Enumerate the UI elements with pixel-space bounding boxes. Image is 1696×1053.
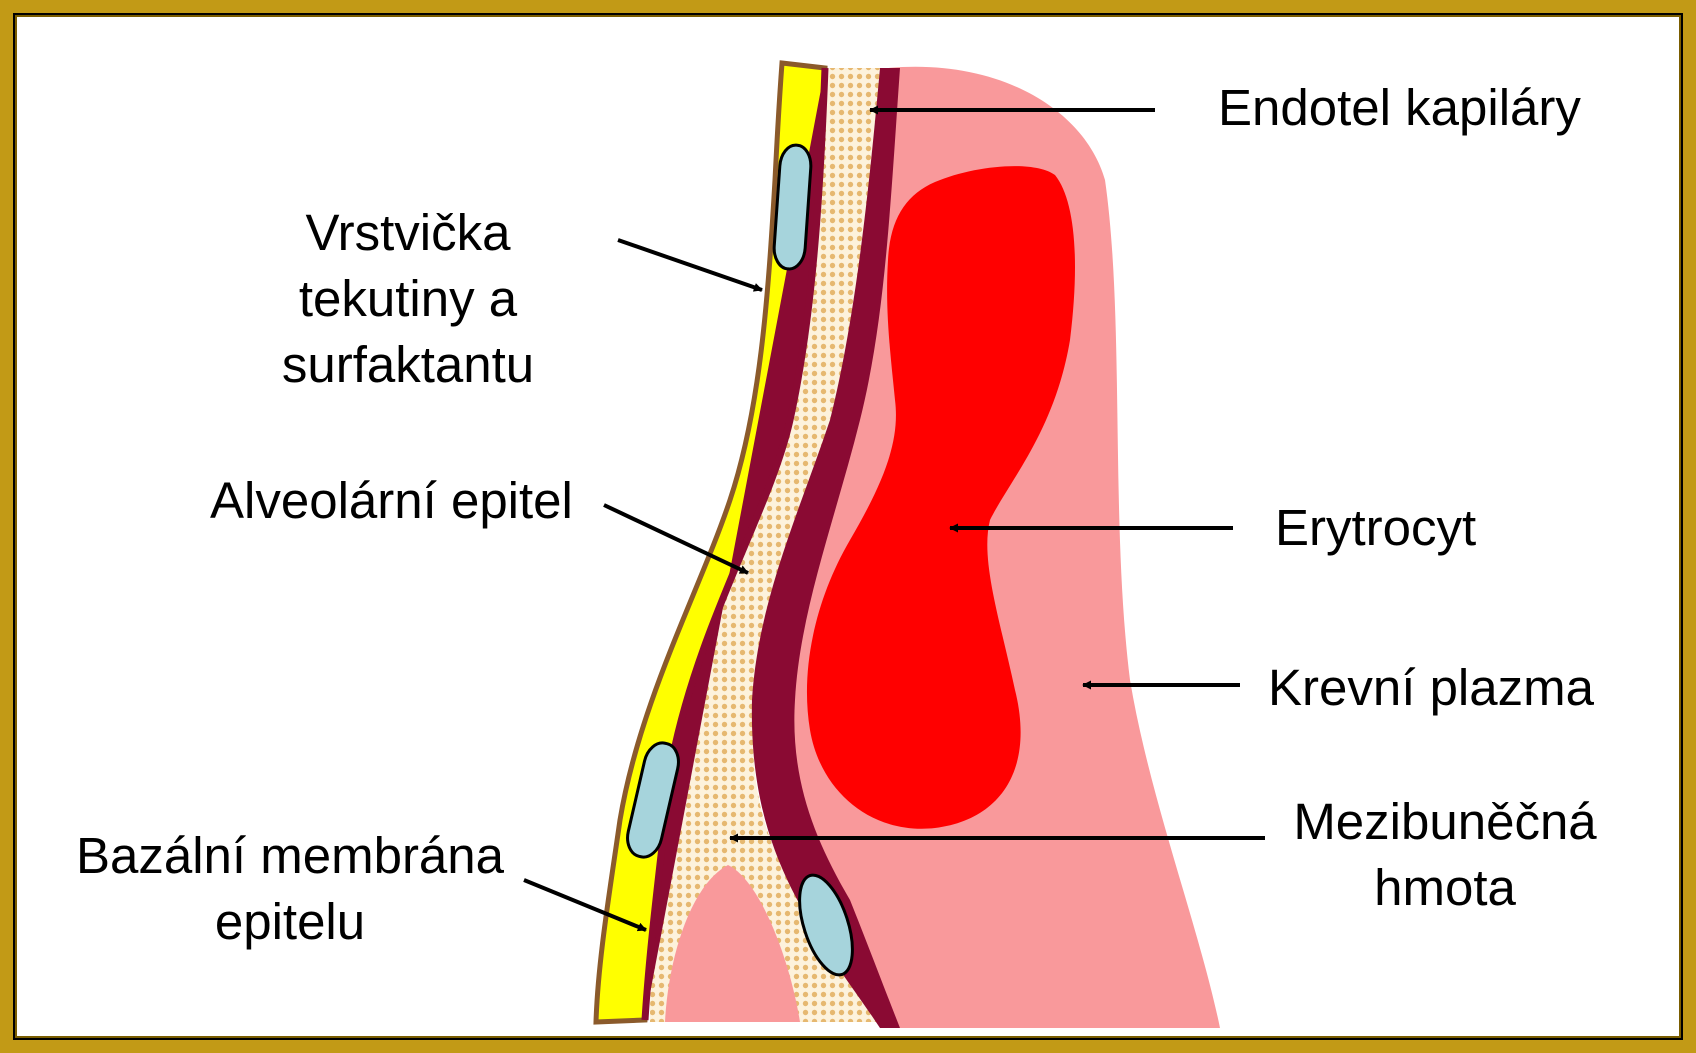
slide: Endotel kapiláry Vrstvička tekutiny a su…: [0, 0, 1696, 1053]
slide-frame: [0, 0, 1696, 1053]
